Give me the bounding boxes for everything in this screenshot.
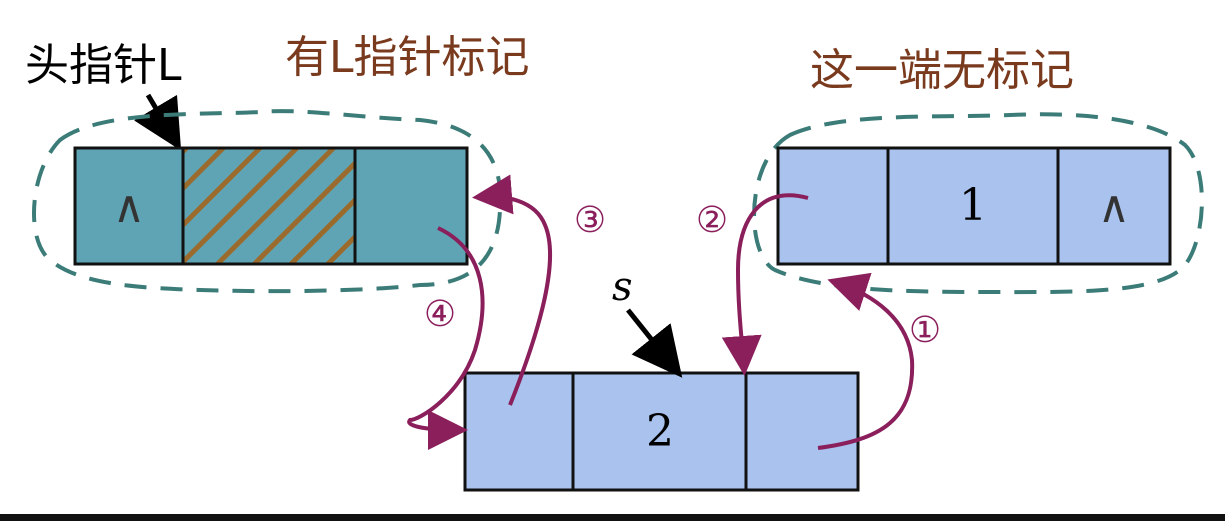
new-node-value: 2: [646, 406, 674, 457]
step-2-label: ②: [696, 200, 728, 241]
new-node: 2: [463, 371, 860, 492]
bottom-edge-bar: [0, 514, 1225, 521]
head-pointer-label: 头指针L: [25, 40, 182, 91]
s-pointer-label: s: [612, 264, 633, 310]
step-1-label: ①: [909, 310, 941, 351]
right-node-data-cell: [886, 146, 1060, 266]
left-node-prior-cell: [73, 146, 185, 266]
left-node-data-cell: [181, 146, 357, 266]
right-unmarked-label: 这一端无标记: [810, 45, 1074, 96]
left-marked-label: 有L指针标记: [285, 32, 530, 83]
step-4-arrow: [407, 226, 485, 450]
new-node-next-cell: [744, 371, 860, 492]
right-node: 1 ∧: [776, 146, 1172, 266]
step-2-arrow: [721, 193, 809, 376]
head-pointer-arrow: [134, 93, 182, 151]
step-1-arrow: [817, 272, 915, 450]
right-node-prior-cell: [776, 146, 890, 266]
left-node-null-symbol: ∧: [113, 182, 145, 233]
right-node-null-symbol: ∧: [1098, 182, 1130, 233]
step-3-label: ③: [574, 200, 606, 241]
right-unmarked-ellipse: [752, 112, 1204, 295]
new-node-prior-cell: [463, 371, 575, 492]
s-pointer-arrow: [626, 308, 683, 378]
left-node: ∧: [73, 146, 469, 266]
step-4-label: ④: [424, 294, 456, 335]
step-3-arrow: [472, 174, 553, 406]
right-node-value: 1: [959, 180, 987, 231]
right-node-next-cell: [1056, 146, 1172, 266]
left-node-next-cell: [353, 146, 469, 266]
left-marked-ellipse: [32, 109, 503, 294]
